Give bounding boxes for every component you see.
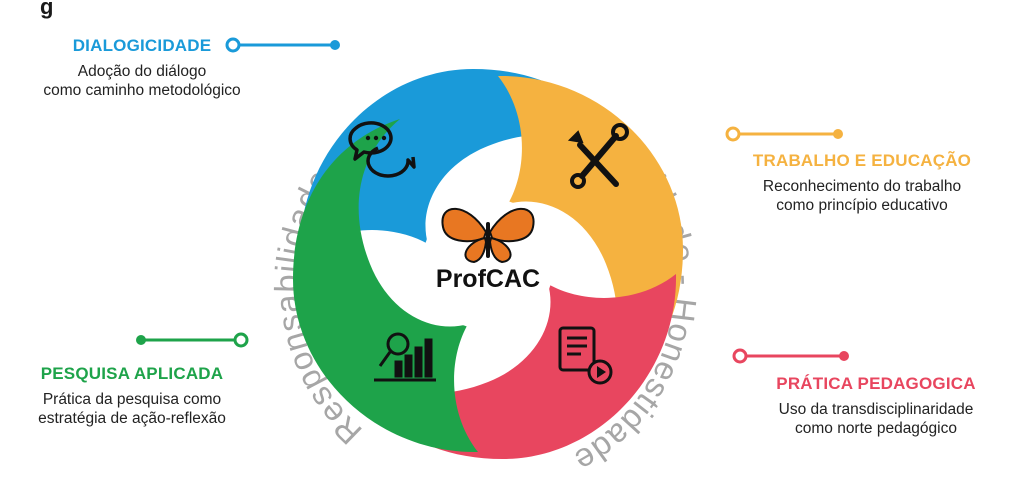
speech-bubbles-icon [348,121,416,178]
section-pesquisa: PESQUISA APLICADA Prática da pesquisa co… [6,364,258,428]
pratica-desc: Uso da transdisciplinaridade como norte … [752,400,1000,438]
pesquisa-line2: estratégia de ação-reflexão [38,410,226,427]
bar-chart-magnifier-icon [374,332,436,382]
center-logo-text: ProfCAC [436,265,540,293]
connector-trabalho [725,126,843,142]
pesquisa-desc: Prática da pesquisa como estratégia de a… [6,390,258,428]
trabalho-desc: Reconhecimento do trabalho como princípi… [728,177,996,215]
connector-dialogicidade [225,37,340,53]
pesquisa-line1: Prática da pesquisa como [42,391,222,408]
pratica-line2: como norte pedagógico [794,420,957,437]
trabalho-line2: como princípio educativo [776,197,948,214]
center-circle [422,198,554,330]
pesquisa-title: PESQUISA APLICADA [40,364,224,383]
connector-pratica [732,348,849,364]
pratica-title: PRÁTICA PEDAGOGICA [776,374,976,393]
dialogicidade-line1: Adoção do diálogo [77,63,207,80]
section-pratica: PRÁTICA PEDAGOGICA Uso da transdisciplin… [752,374,1000,438]
trabalho-title: TRABALHO E EDUCAÇÃO [752,151,972,170]
connector-pesquisa [136,332,249,348]
section-dialogicidade: DIALOGICIDADE Adoção do diálogo como cam… [22,36,262,100]
butterfly-icon [441,207,535,264]
document-video-icon [558,326,613,385]
dialogicidade-desc: Adoção do diálogo como caminho metodológ… [22,62,262,100]
section-trabalho: TRABALHO E EDUCAÇÃO Reconhecimento do tr… [728,151,996,215]
header-title: g [40,0,54,19]
dialogicidade-title: DIALOGICIDADE [72,36,212,55]
pratica-line1: Uso da transdisciplinaridade [778,401,974,418]
trabalho-line1: Reconhecimento do trabalho [762,178,962,195]
dialogicidade-line2: como caminho metodológico [43,82,241,99]
tools-icon [567,123,629,189]
